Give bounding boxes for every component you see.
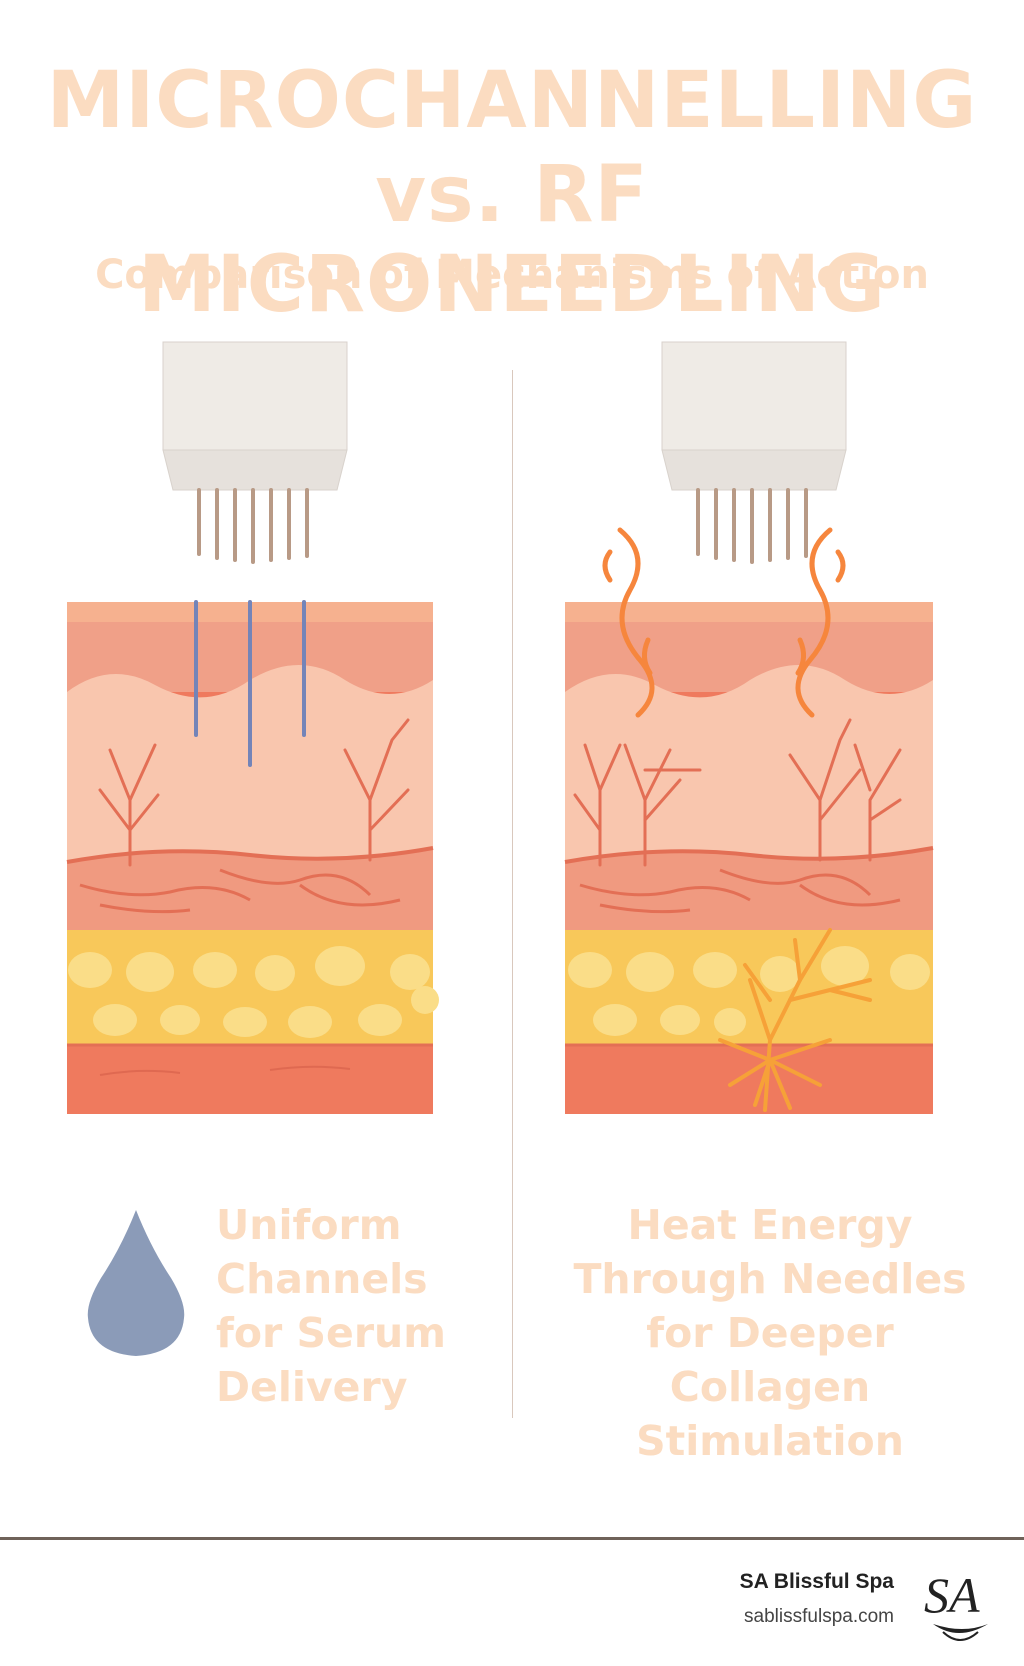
device-head [661,341,847,564]
collagen-burst-icon [718,928,872,1112]
heat-wave-icon [602,527,846,718]
title-line-1: MICROCHANNELLING [46,56,978,146]
serum-channels [194,600,306,767]
skin-cross-section [564,527,934,1114]
needle-array [197,488,309,564]
rf-microneedling-caption: Heat Energy Through Needles for Deeper C… [540,1198,1000,1468]
device-head [162,341,348,564]
caption-line: for Serum [216,1309,446,1357]
caption-line: Delivery [216,1363,408,1411]
footer-divider [0,1537,1024,1540]
caption-line: Channels [216,1255,428,1303]
caption-line: Through Needles [573,1255,967,1303]
spa-logo: SA [924,1567,988,1641]
caption-line: Heat Energy [627,1201,913,1249]
microchannelling-illustration [66,341,439,1114]
subtitle: Comparison of Mechanisms of Action [95,252,929,298]
caption-line: for Deeper Collagen [646,1309,894,1411]
water-drop-icon [87,1210,185,1356]
caption-line: Uniform [216,1201,402,1249]
center-divider [512,370,513,1418]
caption-line: Stimulation [636,1417,904,1465]
brand-url-link[interactable]: sablissfulspa.com [744,1606,894,1627]
skin-cross-section [66,600,439,1114]
rf-microneedling-illustration [564,341,934,1114]
title-line-2: vs. RF MICRONEEDLING [138,150,886,330]
microchannelling-panel [40,340,480,1160]
rf-microneedling-panel [540,340,980,1160]
brand-name: SA Blissful Spa [739,1570,894,1593]
logo-text: SA [924,1567,980,1623]
microchannelling-caption: Uniform Channels for Serum Delivery [216,1198,506,1414]
needle-array [696,488,808,564]
